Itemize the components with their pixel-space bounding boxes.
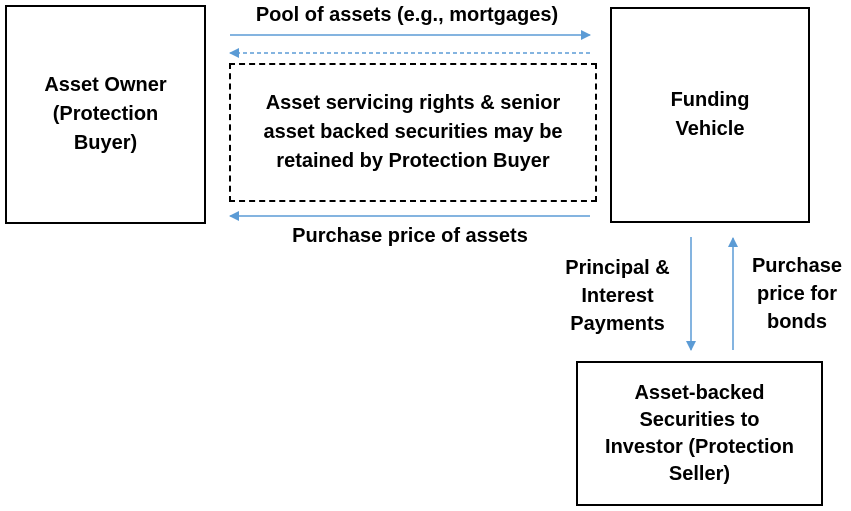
asset-owner-box: Asset Owner (Protection Buyer)	[5, 5, 206, 224]
investor-line1: Asset-backed	[634, 381, 765, 404]
purchase-price-bonds-line3: bonds	[767, 311, 827, 333]
purchase-price-bonds-line2: price for	[756, 283, 838, 305]
principal-interest-line1: Principal &	[565, 257, 670, 279]
purchase-price-assets-label: Purchase price of assets	[292, 225, 528, 247]
retained-note-box: Asset servicing rights & senior asset ba…	[229, 63, 597, 202]
investor-line4: Seller)	[668, 462, 731, 485]
investor-line3: Investor (Protection	[605, 435, 794, 458]
asset-owner-line3: Buyer)	[73, 132, 138, 154]
purchase-price-bonds-line1: Purchase	[751, 255, 843, 277]
principal-interest-line2: Interest	[581, 285, 654, 307]
funding-vehicle-line2: Vehicle	[675, 118, 745, 140]
asset-owner-line2: (Protection	[52, 103, 159, 125]
principal-interest-label: Principal & Interest Payments	[550, 254, 685, 338]
retained-note-line2: asset backed securities may be	[263, 121, 563, 143]
purchase-price-bonds-label: Purchase price for bonds	[741, 252, 851, 336]
principal-interest-line3: Payments	[570, 313, 665, 335]
pool-of-assets-label: Pool of assets (e.g., mortgages)	[255, 4, 559, 26]
retained-note-line3: retained by Protection Buyer	[276, 150, 550, 172]
investor-box: Asset-backed Securities to Investor (Pro…	[576, 361, 823, 506]
funding-vehicle-box: Funding Vehicle	[610, 7, 810, 223]
asset-owner-line1: Asset Owner	[44, 74, 167, 96]
funding-vehicle-line1: Funding	[670, 89, 750, 111]
retained-note-line1: Asset servicing rights & senior	[265, 92, 561, 114]
investor-line2: Securities to	[639, 408, 760, 431]
